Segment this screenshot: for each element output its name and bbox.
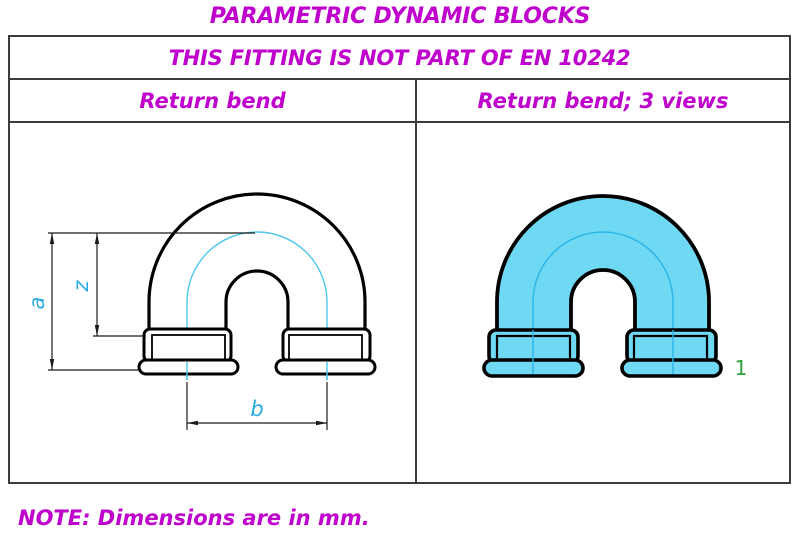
view-number-label: 1	[735, 356, 748, 380]
socket-rim-right	[274, 358, 377, 376]
pipe-body	[147, 192, 367, 335]
arrowhead-down	[94, 325, 100, 336]
dimension-b	[186, 382, 328, 430]
table-row-divider-1	[10, 78, 789, 80]
dim-label-z: z	[69, 280, 93, 293]
pipe-body	[495, 194, 711, 335]
return-bend-colored-view	[482, 194, 723, 378]
units-note: NOTE: Dimensions are in mm.	[18, 506, 370, 530]
page-title: PARAMETRIC DYNAMIC BLOCKS	[209, 4, 591, 29]
dimension-z	[93, 233, 146, 337]
banner-cell: THIS FITTING IS NOT PART OF EN 10242	[168, 45, 631, 70]
centerline-arc	[532, 231, 674, 330]
dim-label-b: b	[250, 397, 263, 421]
arrowhead-down	[49, 359, 55, 370]
socket-band-right	[281, 327, 372, 364]
socket-rim-right	[620, 358, 723, 378]
drawing-table: THIS FITTING IS NOT PART OF EN 10242 Ret…	[8, 35, 791, 484]
column-header-return-bend-3-views: Return bend; 3 views	[477, 88, 729, 113]
column-header-return-bend: Return bend	[139, 88, 286, 113]
centerline-arc	[186, 231, 328, 330]
socket-band-left	[142, 327, 233, 364]
table-column-divider	[415, 78, 417, 482]
arrowhead-left	[187, 420, 198, 426]
arrowhead-right	[316, 420, 327, 426]
table-row-divider-2	[10, 121, 789, 123]
return-bend-front-view	[137, 192, 377, 380]
arrowhead-up	[49, 233, 55, 244]
dimension-a	[48, 232, 255, 371]
dim-label-a: a	[25, 297, 49, 310]
socket-rim-left	[137, 358, 240, 376]
arrowhead-up	[94, 233, 100, 244]
